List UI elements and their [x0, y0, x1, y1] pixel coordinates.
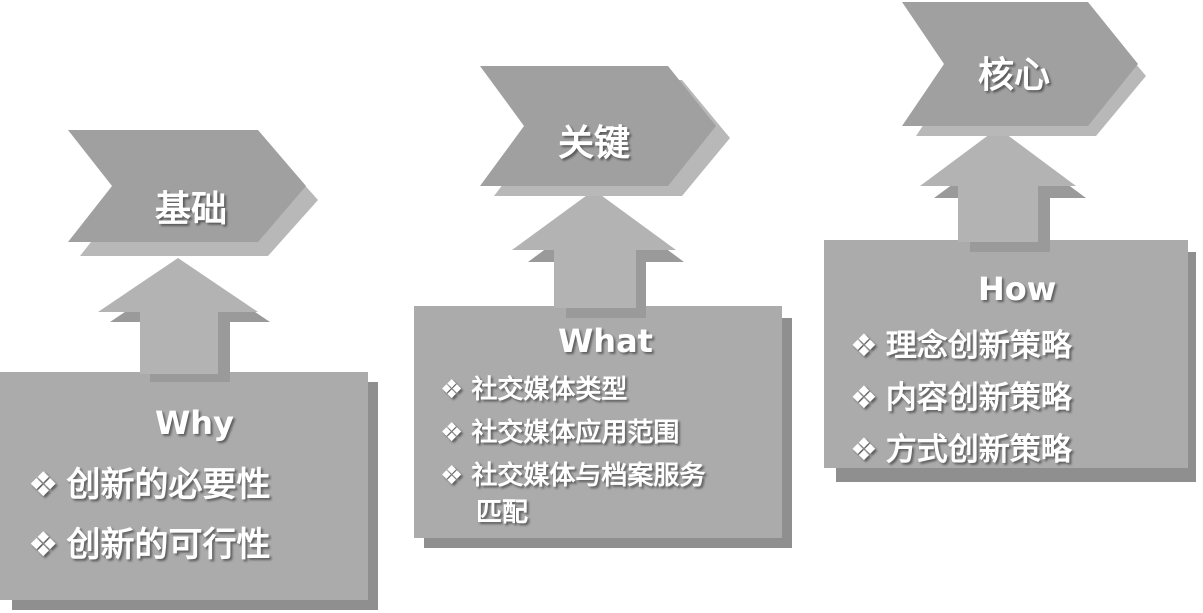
diamond-bullet-icon: ❖	[850, 432, 878, 468]
list-item: ❖方式创新策略	[850, 432, 1072, 468]
box-how	[824, 240, 1188, 468]
list-item: ❖内容创新策略	[850, 380, 1072, 416]
question-how: How	[978, 270, 1057, 308]
list-item: ❖社交媒体类型	[440, 375, 628, 405]
list-item: ❖创新的可行性	[28, 525, 271, 565]
list-item: ❖社交媒体与档案服务	[440, 461, 706, 491]
column-why-shapes	[0, 130, 378, 610]
bullet-list-what: ❖社交媒体类型 ❖社交媒体应用范围 ❖社交媒体与档案服务 匹配	[440, 372, 705, 532]
column-what-shapes	[414, 66, 792, 548]
list-item: ❖社交媒体应用范围	[440, 418, 680, 448]
list-item-continuation: 匹配	[476, 498, 529, 528]
chevron-label-why: 基础	[155, 189, 228, 230]
diamond-bullet-icon: ❖	[440, 375, 464, 405]
bullet-list-how: ❖理念创新策略 ❖内容创新策略 ❖方式创新策略	[850, 320, 1072, 476]
bullet-list-why: ❖创新的必要性 ❖创新的可行性	[28, 462, 270, 568]
chevron-why	[68, 130, 306, 242]
diamond-bullet-icon: ❖	[850, 380, 878, 416]
diamond-bullet-icon: ❖	[440, 461, 464, 491]
diamond-bullet-icon: ❖	[28, 465, 59, 505]
box-what	[414, 306, 782, 538]
box-why	[0, 372, 368, 600]
diamond-bullet-icon: ❖	[28, 525, 59, 565]
chevron-how	[902, 2, 1138, 126]
arrow-what	[512, 190, 676, 308]
question-what: What	[558, 322, 653, 360]
arrow-how	[920, 128, 1076, 242]
arrow-why	[98, 258, 258, 374]
diamond-bullet-icon: ❖	[440, 418, 464, 448]
diamond-bullet-icon: ❖	[850, 328, 878, 364]
chevron-label-what: 关键	[558, 123, 631, 164]
chevron-label-how: 核心	[978, 55, 1051, 96]
list-item: ❖理念创新策略	[850, 328, 1072, 364]
column-how-shapes	[824, 2, 1196, 482]
question-why: Why	[155, 404, 234, 442]
chevron-what	[480, 66, 716, 186]
list-item: ❖创新的必要性	[28, 465, 271, 505]
